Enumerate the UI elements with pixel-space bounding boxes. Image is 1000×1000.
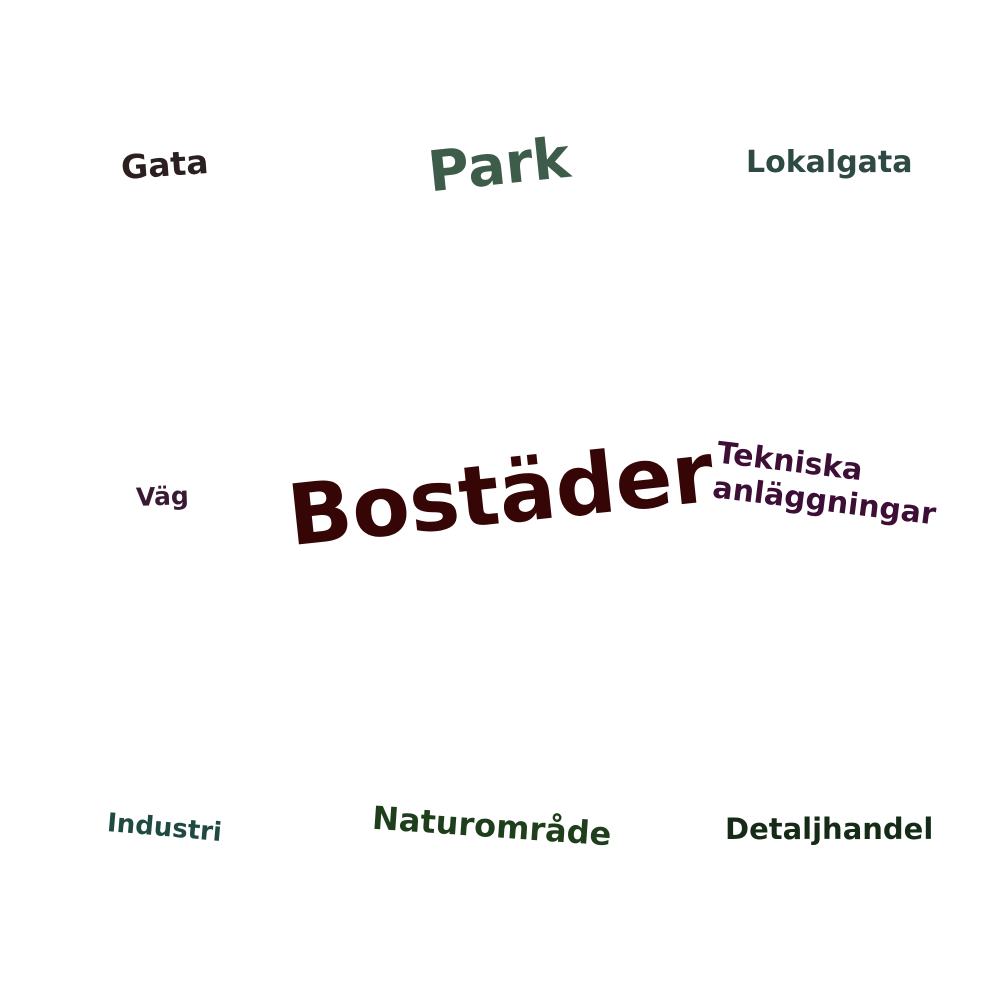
word-detaljhandel: Detaljhandel (725, 812, 934, 846)
word-vag: Väg (135, 481, 190, 512)
word-bostader: Bostäder (283, 422, 719, 566)
word-gata: Gata (119, 141, 210, 188)
word-lokalgata: Lokalgata (746, 145, 913, 180)
word-park: Park (424, 125, 574, 206)
word-industri: Industri (105, 808, 224, 848)
word-tekniska-anlaggningar: Tekniska anläggningar (711, 436, 942, 533)
word-naturomrade: Naturområde (370, 798, 613, 854)
